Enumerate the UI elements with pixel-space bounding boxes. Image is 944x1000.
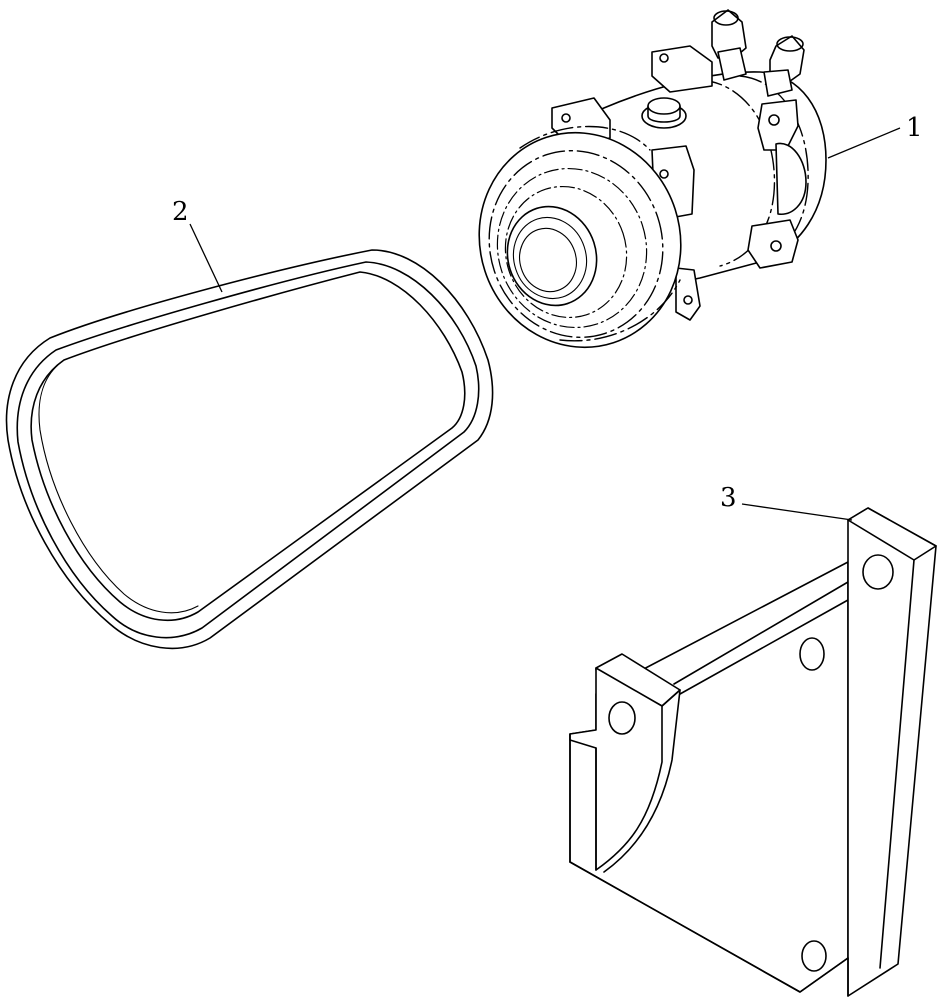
clutch-pulley — [478, 125, 682, 349]
ac-compressor — [478, 9, 827, 349]
callout-3: 3 — [720, 483, 853, 521]
callout-1: 1 — [827, 113, 923, 159]
callout-label-1: 1 — [906, 113, 923, 143]
drive-belt — [5, 249, 494, 650]
mounting-bracket — [569, 507, 937, 997]
oil-plug — [641, 97, 687, 129]
callout-label-2: 2 — [172, 197, 189, 227]
callout-label-3: 3 — [720, 483, 737, 513]
refrigerant-fittings — [711, 9, 805, 97]
callout-2: 2 — [172, 197, 223, 293]
